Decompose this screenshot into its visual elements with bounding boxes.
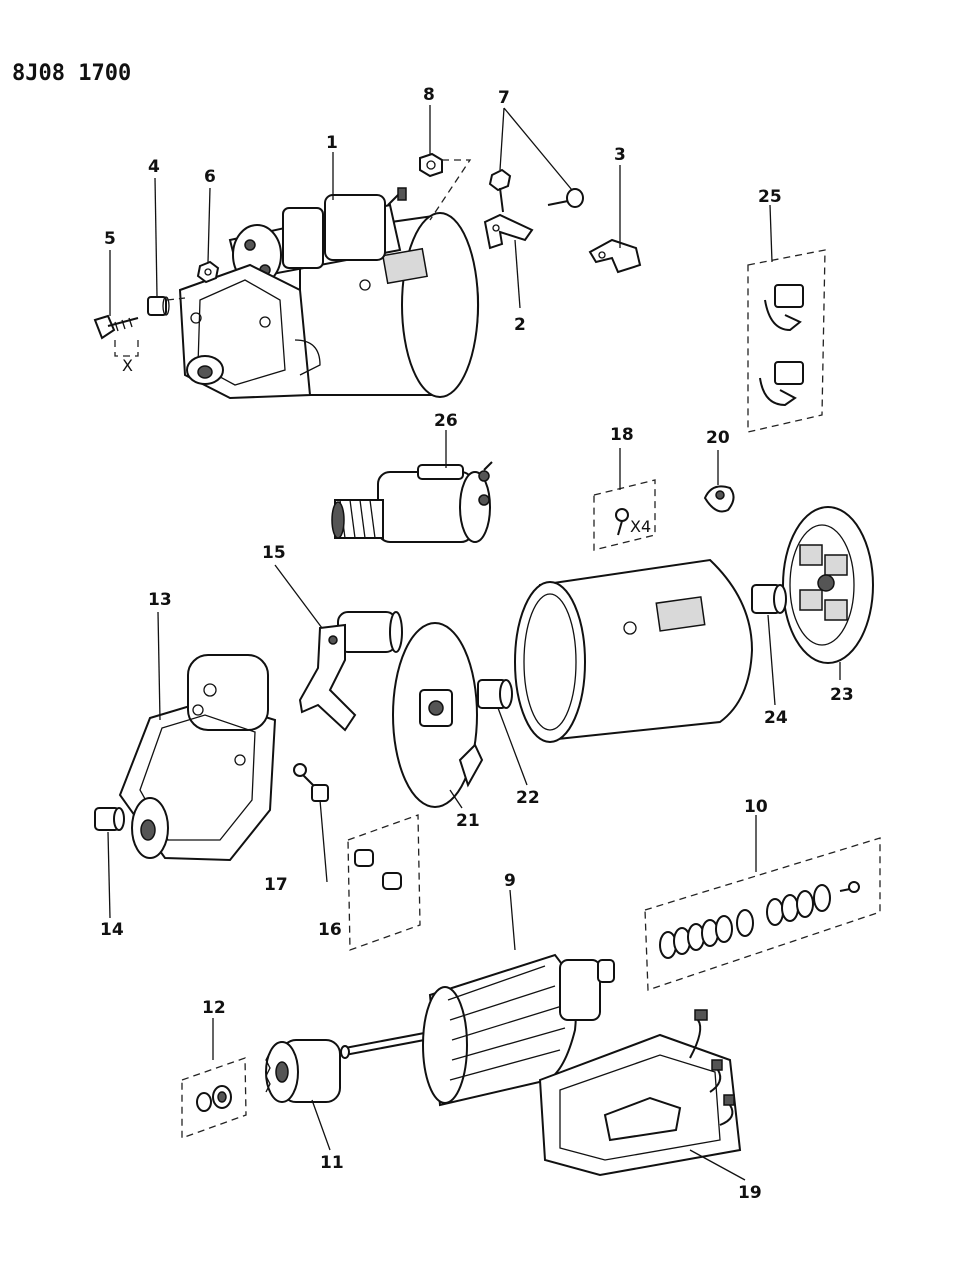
washer-kit-box: [644, 837, 881, 991]
callout-15: 15: [262, 543, 286, 563]
callout-13: 13: [148, 590, 172, 610]
callout-22: 22: [516, 788, 540, 808]
bushing-22[interactable]: [477, 679, 513, 709]
callout-1: 1: [326, 133, 338, 153]
bushing-24[interactable]: [751, 584, 787, 614]
screw-quantity: X4: [630, 517, 651, 536]
callout-18: 18: [610, 425, 634, 445]
drive-pinion-11[interactable]: [265, 1039, 341, 1103]
starter-assembly[interactable]: [178, 187, 480, 400]
callout-20: 20: [706, 428, 730, 448]
nut-6[interactable]: [196, 260, 220, 284]
spacer-4[interactable]: [147, 296, 170, 316]
dimension-label: X: [122, 356, 133, 375]
leader-lines: [107, 105, 841, 1181]
field-coil-19[interactable]: [538, 1009, 742, 1177]
callout-23: 23: [830, 685, 854, 705]
callout-19: 19: [738, 1183, 762, 1203]
callout-16: 16: [318, 920, 342, 940]
callout-5: 5: [104, 229, 116, 249]
callout-4: 4: [148, 157, 160, 177]
callout-6: 6: [204, 167, 216, 187]
callout-17: 17: [264, 875, 288, 895]
dimension-bracket: [114, 340, 139, 357]
brush-kit-box: [747, 249, 826, 433]
callout-9: 9: [504, 871, 516, 891]
screw-7b[interactable]: [547, 188, 584, 208]
retainer-kit-box: [181, 1057, 247, 1139]
diagram-code: 8J08 1700: [12, 61, 131, 86]
drive-housing-13[interactable]: [118, 654, 277, 862]
callouts: 1 2 3 4 5 6 7 8 9 10 11 12 13 14 15 16 1…: [100, 85, 854, 1203]
bushing-14[interactable]: [94, 807, 125, 831]
nut-8[interactable]: [419, 152, 443, 178]
field-frame-housing[interactable]: [514, 558, 754, 743]
pivot-screw-17[interactable]: [293, 763, 329, 802]
callout-10: 10: [744, 797, 768, 817]
brush-set-25[interactable]: [759, 284, 804, 407]
callout-3: 3: [614, 145, 626, 165]
callout-12: 12: [202, 998, 226, 1018]
callout-14: 14: [100, 920, 124, 940]
callout-25: 25: [758, 187, 782, 207]
plug-set-16[interactable]: [354, 849, 402, 890]
callout-26: 26: [434, 411, 458, 431]
grommet-20[interactable]: [703, 485, 735, 513]
screw-18[interactable]: [615, 508, 629, 536]
bracket-3[interactable]: [588, 238, 642, 274]
end-plate-23[interactable]: [782, 506, 874, 664]
retainer-12[interactable]: [196, 1085, 232, 1112]
callout-2: 2: [514, 315, 526, 335]
solenoid-26[interactable]: [331, 461, 493, 543]
screw-7a[interactable]: [488, 168, 512, 213]
callout-11: 11: [320, 1153, 344, 1173]
bracket-2[interactable]: [483, 213, 534, 250]
washer-kit-10[interactable]: [659, 881, 860, 959]
plate-21[interactable]: [392, 622, 484, 808]
armature-9[interactable]: [340, 953, 615, 1107]
plug-kit-box: [347, 814, 421, 951]
callout-8: 8: [423, 85, 435, 105]
shift-lever-15[interactable]: [298, 611, 403, 732]
callout-21: 21: [456, 811, 480, 831]
screw-kit-box: [593, 479, 656, 551]
bolt-5[interactable]: [93, 314, 139, 340]
callout-24: 24: [764, 708, 788, 728]
callout-7: 7: [498, 88, 510, 108]
